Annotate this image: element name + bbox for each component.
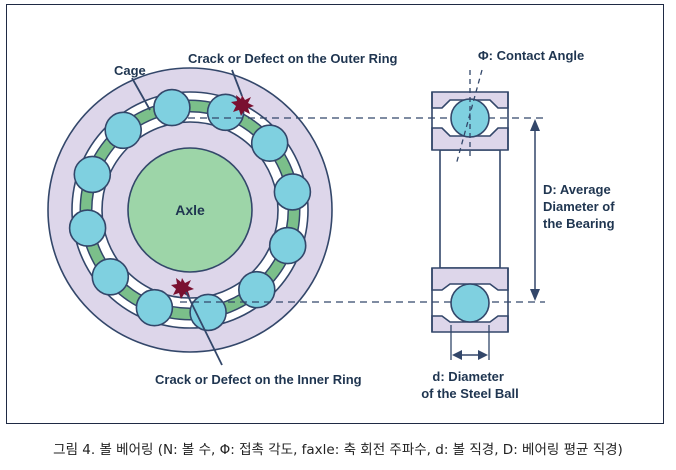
steel-ball [189,293,227,332]
inner-crack-leader [185,291,223,366]
outer-ring-defect-icon [231,95,254,116]
steel-ball [104,111,142,150]
steel-ball [250,124,289,162]
steel-ball [273,173,312,211]
front-view: Axle [47,67,333,353]
section-bore [439,149,501,269]
bearing-diameter-arrowhead-top [530,119,540,131]
steel-ball [237,270,276,309]
steel-ball [73,155,112,194]
bearing-diameter-label: D: Average Diameter of the Bearing [543,182,618,231]
axle-label: Axle [175,202,205,218]
ball-diameter-arrowhead-left [452,350,462,360]
cage-leader [131,77,151,111]
inner-ring-defect-icon [171,278,194,299]
upper-inner-ring-section [431,127,509,151]
bearing-diameter-arrowhead-bottom [530,289,540,301]
contact-angle-label: Φ: Contact Angle [478,48,584,63]
steel-ball [268,226,307,265]
ball-diameter-label-line-1: d: Diameter [432,369,504,384]
steel-ball [68,209,107,247]
outer-crack-label: Crack or Defect on the Outer Ring [188,51,398,66]
ball-diameter-arrowhead-right [478,350,488,360]
steel-ball [91,257,130,296]
bearing-diameter-label-line-3: the Bearing [543,216,615,231]
outer-crack-leader [231,69,243,97]
ball-diameter-label: d: Diameter of the Steel Ball [421,369,519,401]
contact-angle-tilted-line [455,69,483,166]
bearing-diameter-label-line-1: D: Average [543,182,611,197]
steel-ball [153,88,191,127]
ball-diameter-label-line-2: of the Steel Ball [421,386,519,401]
lower-section-ball [450,283,490,323]
axle [127,147,253,273]
cross-section-view [431,69,509,333]
cage-label: Cage [114,63,146,78]
figure-caption: 그림 4. 볼 베어링 (N: 볼 수, Φ: 접촉 각도, faxle: 축 … [53,442,623,458]
bearing-diameter-label-line-2: Diameter of [543,199,615,214]
steel-ball [135,288,174,327]
inner-crack-label: Crack or Defect on the Inner Ring [155,372,362,387]
